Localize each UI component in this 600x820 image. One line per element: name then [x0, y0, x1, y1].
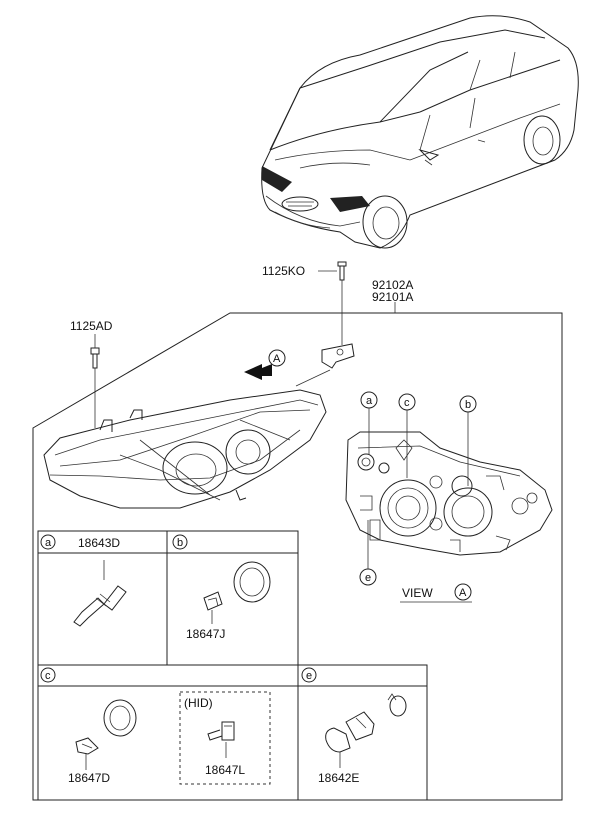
- hid-label: (HID): [184, 696, 213, 710]
- view-label: VIEW: [402, 586, 433, 600]
- view-letter: A: [459, 587, 467, 599]
- detail-box-e: e 18642E: [297, 664, 428, 801]
- hid-part-number: 18647L: [205, 763, 245, 777]
- bulb-18643d: [73, 585, 127, 627]
- mounting-bracket: [321, 343, 355, 369]
- box-c-letter: c: [45, 670, 51, 682]
- svg-text:e: e: [365, 572, 371, 584]
- box-a-letter: a: [45, 537, 52, 549]
- socket-18647d: [75, 699, 137, 755]
- headlamp-rear-view: [345, 431, 553, 556]
- car-illustration: [261, 15, 579, 249]
- hid-box: [179, 691, 271, 785]
- bulb-18642e: [325, 693, 407, 753]
- part-number-1125ad: 1125AD: [70, 319, 113, 333]
- view-arrow: A: [244, 349, 286, 380]
- headlamp-assembly: [43, 389, 327, 509]
- part-number-92102a: 92102A: [372, 278, 413, 292]
- screw-1125ko: [318, 261, 347, 345]
- part-number-92101a: 92101A: [372, 290, 413, 304]
- socket-18647j: [203, 561, 271, 611]
- callout-a: a: [360, 391, 378, 455]
- detail-box-b: b 18647J: [166, 530, 299, 666]
- view-letter-circle: [454, 583, 472, 601]
- box-e-letter: e: [306, 670, 312, 682]
- hid-bulb-18647l: [207, 721, 235, 741]
- view-arrow-letter: A: [273, 353, 281, 365]
- box-a-part-number: 18643D: [78, 536, 120, 550]
- box-b-letter: b: [177, 537, 183, 549]
- box-e-part-number: 18642E: [318, 771, 359, 785]
- box-c-part-number: 18647D: [68, 771, 110, 785]
- part-number-1125ko: 1125KO: [262, 264, 305, 278]
- detail-box-c: c 18647D (HID) 18647L: [37, 664, 299, 801]
- detail-box-a: a 18643D: [37, 530, 168, 666]
- box-b-part-number: 18647J: [186, 627, 225, 641]
- svg-text:c: c: [404, 397, 410, 409]
- svg-text:a: a: [366, 395, 373, 407]
- callout-b: b: [459, 395, 477, 486]
- callout-c: c: [398, 393, 416, 478]
- screw-1125ad: [90, 334, 100, 428]
- svg-text:b: b: [465, 399, 471, 411]
- callout-e: e: [359, 520, 377, 586]
